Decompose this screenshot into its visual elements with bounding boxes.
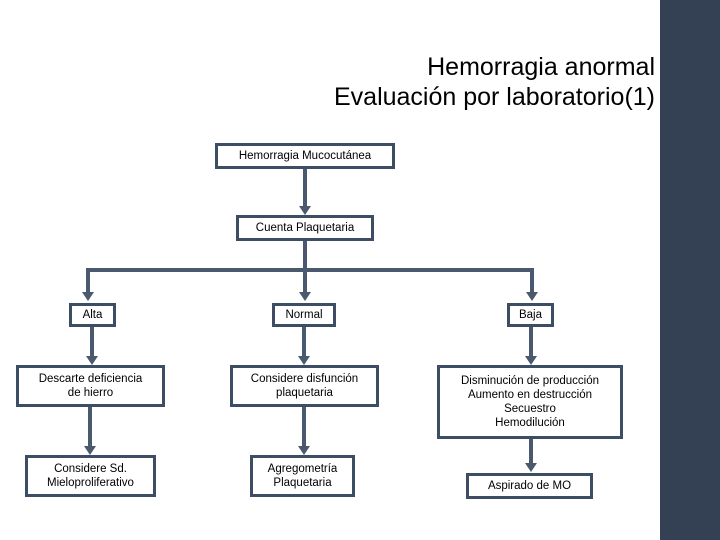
node-label-line: Considere disfunción (250, 373, 359, 385)
node-label: Hemorragia Mucocutánea (238, 150, 372, 162)
connector-baja-to-step1 (529, 327, 533, 357)
node-label: Cuenta Plaquetaria (255, 222, 355, 234)
node-label: Disminución de producción Aumento en des… (444, 374, 616, 430)
connector-branch-bar (86, 268, 534, 272)
node-label: Aspirado de MO (487, 480, 572, 492)
node-label-line: Descarte deficiencia (38, 373, 143, 385)
node-label-line: plaquetaria (276, 387, 333, 399)
node-label: Normal (285, 309, 323, 321)
node-label-line: Disminución de producción (460, 375, 600, 387)
node-considere-disfuncion-plaquetaria[interactable]: Considere disfunción plaquetaria (230, 365, 379, 407)
arrow-disfuncion-to-agregometria (298, 446, 310, 455)
arrow-hierro-to-mieloproliferativo (84, 446, 96, 455)
arrow-to-normal (299, 292, 311, 301)
arrow-root-to-cuenta (299, 206, 311, 215)
node-label: Considere disfunción plaquetaria (237, 372, 372, 400)
connector-disminucion-to-aspirado (529, 439, 533, 464)
connector-branch-right-drop (530, 268, 534, 293)
arrow-disminucion-to-aspirado (525, 463, 537, 472)
arrow-to-baja (526, 292, 538, 301)
arrow-to-alta (82, 292, 94, 301)
arrow-baja-to-step1 (525, 356, 537, 365)
node-label-line: de hierro (67, 387, 114, 399)
node-label-line: Plaquetaria (273, 477, 332, 489)
connector-root-to-cuenta (303, 169, 307, 207)
connector-normal-to-step1 (302, 327, 306, 357)
connector-alta-to-step1 (90, 327, 94, 357)
node-cuenta-plaquetaria[interactable]: Cuenta Plaquetaria (236, 215, 374, 241)
connector-cuenta-stem (303, 241, 307, 270)
title-line-1: Hemorragia anormal (427, 53, 655, 81)
node-label-line: Agregometría (267, 463, 338, 475)
arrow-normal-to-step1 (298, 356, 310, 365)
node-descarte-deficiencia-hierro[interactable]: Descarte deficiencia de hierro (16, 365, 165, 407)
node-label: Baja (518, 309, 543, 321)
node-label-line: Hemodilución (495, 417, 565, 429)
connector-branch-left-drop (86, 268, 90, 293)
connector-hierro-to-mieloproliferativo (88, 407, 92, 447)
node-label-line: Considere Sd. (54, 463, 127, 475)
node-aspirado-de-mo[interactable]: Aspirado de MO (466, 473, 593, 499)
connector-disfuncion-to-agregometria (302, 407, 306, 447)
node-label-line: Secuestro (504, 403, 556, 415)
node-decision-alta[interactable]: Alta (69, 303, 116, 327)
node-label-line: Aumento en destrucción (467, 389, 593, 401)
title-line-2: Evaluación por laboratorio(1) (333, 83, 655, 111)
node-hemorragia-mucocutanea[interactable]: Hemorragia Mucocutánea (215, 143, 395, 169)
node-label: Descarte deficiencia de hierro (23, 372, 158, 400)
node-disminucion-produccion[interactable]: Disminución de producción Aumento en des… (437, 365, 623, 439)
node-label: Alta (82, 309, 103, 321)
page-title: Hemorragia anormal Evaluación por labora… (180, 52, 655, 112)
node-label-line: Mieloproliferativo (47, 477, 134, 489)
accent-strip-right (660, 0, 720, 540)
node-decision-baja[interactable]: Baja (507, 303, 554, 327)
node-considere-sd-mieloproliferativo[interactable]: Considere Sd. Mieloproliferativo (25, 455, 156, 497)
connector-branch-mid-drop (303, 268, 307, 293)
arrow-alta-to-step1 (86, 356, 98, 365)
node-agregometria-plaquetaria[interactable]: Agregometría Plaquetaria (250, 455, 355, 497)
node-decision-normal[interactable]: Normal (272, 303, 336, 327)
node-label: Considere Sd. Mieloproliferativo (32, 462, 149, 490)
node-label: Agregometría Plaquetaria (257, 462, 348, 490)
